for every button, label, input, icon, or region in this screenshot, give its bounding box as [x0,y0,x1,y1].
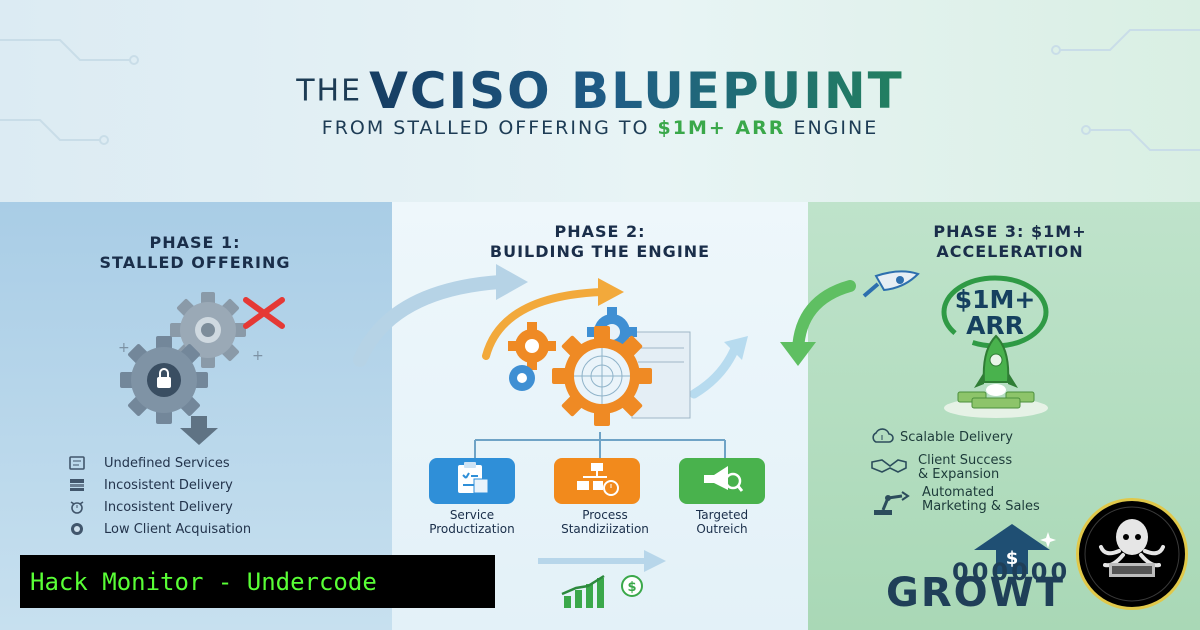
tool-label-line1: Targeted [695,508,749,522]
megaphone-icon [700,461,744,501]
list-item: Incosistent Delivery [68,474,251,496]
item-line2: Marketing & Sales [922,499,1040,514]
title-main: VCISO BLUEPUINT [369,62,904,120]
list-item: Low Client Acquisation [68,518,251,540]
phase3-item-list: Scalable Delivery Client Success & Expan… [870,428,1040,520]
phase1-title-line1: PHASE 1: [149,233,241,252]
rocket-small-icon [862,270,920,298]
circuit-decoration [0,29,1200,151]
watermark-banner: Hack Monitor - Undercode [20,555,495,608]
connector-lines [474,432,726,458]
stack-icon [68,477,86,493]
tool-label-line1: Service [449,508,495,522]
tool-label-line2: Outreich [696,522,748,536]
subtitle-pre: FROM STALLED OFFERING TO [321,117,650,139]
list-item: Scalable Delivery [870,428,1040,448]
robot-arm-icon [870,490,922,520]
issue-label: Incosistent Delivery [104,499,233,515]
subtitle-highlight: $1M+ ARR [657,117,786,139]
octopus-logo [1076,498,1188,610]
phase2-title-line1: PHASE 2: [554,222,646,241]
phase1-issue-list: Undefined Services Incosistent Delivery … [68,452,251,540]
list-item: Client Success & Expansion [870,454,1040,482]
engine-graphic [482,278,748,426]
growth-word: GROWT [886,570,1066,616]
svg-text:+: + [252,348,264,364]
feedback-arrow-icon [780,280,856,366]
checklist-icon [452,461,492,501]
item-line1: Client Success [918,453,1013,468]
tool-card-service [429,458,515,504]
list-item: Incosistent Delivery [68,496,251,518]
phase3-title-line1: PHASE 3: $1M+ [933,222,1087,241]
growth-digits: 000000 [952,558,1071,586]
target-icon [68,521,86,537]
right-arrow-icon [538,550,666,572]
cloud-icon [870,428,900,448]
lock-gear-icon [120,336,208,424]
svg-text:+: + [118,340,130,356]
list-item: Undefined Services [68,452,251,474]
tool-label-line1: Process [582,508,628,522]
transition-arrow-icon [353,264,528,367]
phase3-title-line2: ACCELERATION [936,242,1084,261]
phase2-title: PHASE 2: BUILDING THE ENGINE [440,222,760,262]
handshake-icon [870,456,918,478]
banner-text: Hack Monitor - Undercode [30,567,377,596]
arr-badge-line2: ARR [966,311,1024,340]
header-area [0,0,1200,202]
page-subtitle: FROM STALLED OFFERING TO $1M+ ARR ENGINE [0,117,1200,139]
page-title: THE VCISO BLUEPUINT [0,62,1200,120]
issue-label: Undefined Services [104,455,230,471]
issue-label: Low Client Acquisation [104,521,252,537]
tool-label-process: Process Standiziization [535,508,675,536]
list-item: Automated Marketing & Sales [870,486,1040,520]
phase3-title: PHASE 3: $1M+ ACCELERATION [850,222,1170,262]
down-arrow-icon [180,416,218,445]
item-line1: Scalable Delivery [900,430,1013,445]
tool-label-service: Service Productization [402,508,542,536]
growth-arrow-symbol: $ [1006,548,1019,569]
phase1-title-line2: STALLED OFFERING [99,253,291,272]
tool-label-line2: Standiziization [561,522,649,536]
sparkle-icon [1040,532,1056,548]
document-icon [68,455,86,471]
tool-label-outreach: Targeted Outreich [652,508,792,536]
title-prefix: THE [296,73,363,109]
gear-icon [170,292,246,368]
item-line2: & Expansion [918,467,1000,482]
growth-chart-icon: $ [561,574,643,608]
stalled-gears-graphic: + + [118,292,285,424]
item-line1: Automated [922,485,995,500]
alarm-icon [68,499,86,515]
arr-badge: $1M+ ARR [941,275,1049,349]
subtitle-post: ENGINE [793,117,879,139]
tool-card-outreach [679,458,765,504]
rocket-icon [944,334,1048,418]
cross-icon [243,297,285,329]
growth-up-arrow-icon: $ [974,524,1050,574]
tool-label-line2: Productization [429,522,515,536]
tool-card-process [554,458,640,504]
arr-badge-line1: $1M+ [955,285,1036,314]
phase2-title-line2: BUILDING THE ENGINE [489,242,711,261]
issue-label: Incosistent Delivery [104,477,233,493]
growth-chart-symbol: $ [627,580,636,595]
phase1-title: PHASE 1: STALLED OFFERING [40,233,350,273]
flowchart-icon [575,461,619,501]
